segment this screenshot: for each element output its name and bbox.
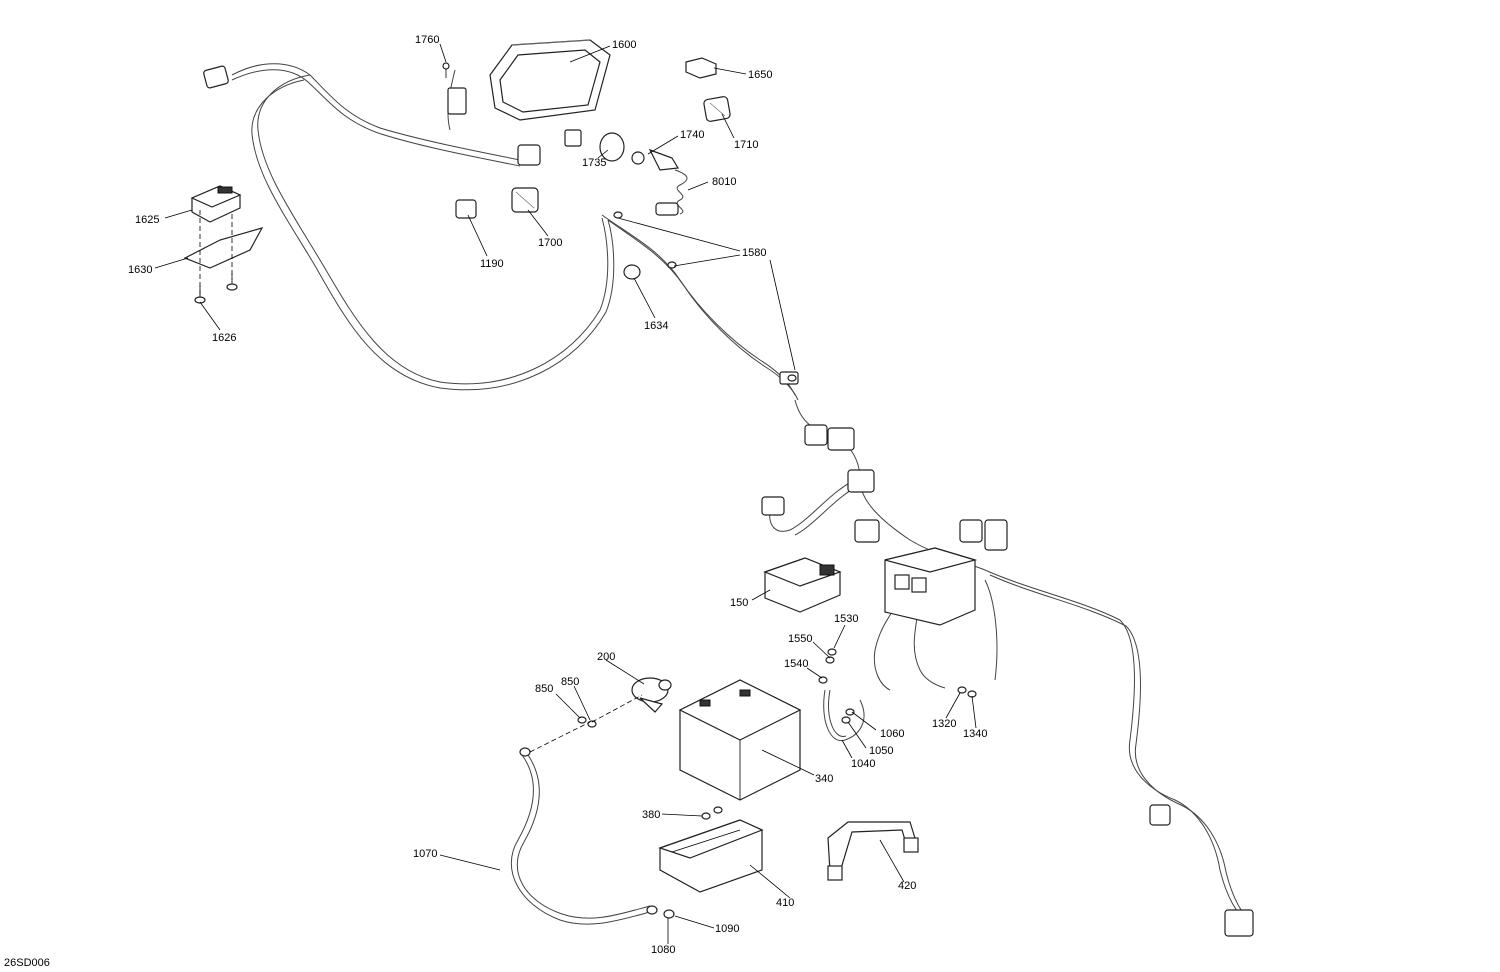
callout-1625: 1625 bbox=[135, 214, 159, 226]
voltage-regulator-150 bbox=[763, 557, 842, 613]
leader-lines bbox=[154, 43, 977, 944]
callout-1050: 1050 bbox=[869, 745, 893, 757]
module-1625 bbox=[190, 185, 242, 223]
switch-1700 bbox=[511, 187, 539, 213]
harness-connectors bbox=[203, 65, 1254, 937]
diagram-code: 26SD006 bbox=[4, 957, 50, 969]
power-socket-1735 bbox=[599, 132, 679, 171]
bracket-1630 bbox=[183, 227, 264, 269]
battery-340 bbox=[678, 679, 802, 801]
callout-850-a: 850 bbox=[535, 683, 553, 695]
callout-1580: 1580 bbox=[742, 247, 766, 259]
callout-1340: 1340 bbox=[963, 728, 987, 740]
connector-1634 bbox=[623, 264, 641, 280]
callout-1600: 1600 bbox=[612, 39, 636, 51]
coiled-cable-8010 bbox=[655, 169, 688, 216]
small-hardware bbox=[577, 211, 977, 919]
callout-1040: 1040 bbox=[851, 758, 875, 770]
callout-1626: 1626 bbox=[212, 332, 236, 344]
fuse-box bbox=[884, 547, 978, 626]
callout-8010: 8010 bbox=[712, 176, 736, 188]
callout-1090: 1090 bbox=[715, 923, 739, 935]
positive-cable-1070 bbox=[510, 747, 658, 925]
callout-380: 380 bbox=[642, 809, 660, 821]
battery-strap-420 bbox=[827, 821, 919, 881]
screw-1626 bbox=[194, 273, 238, 304]
callout-1740: 1740 bbox=[680, 129, 704, 141]
callout-1634: 1634 bbox=[644, 320, 668, 332]
callout-1710: 1710 bbox=[734, 139, 758, 151]
callout-1530: 1530 bbox=[834, 613, 858, 625]
callout-1650: 1650 bbox=[748, 69, 772, 81]
callout-1190: 1190 bbox=[480, 258, 504, 270]
callout-340: 340 bbox=[815, 773, 833, 785]
battery-tray-410 bbox=[658, 819, 764, 893]
callout-1320: 1320 bbox=[932, 718, 956, 730]
callout-1760: 1760 bbox=[415, 34, 439, 46]
callout-410: 410 bbox=[776, 897, 794, 909]
callout-1080: 1080 bbox=[651, 944, 675, 956]
switch-1710 bbox=[703, 96, 731, 122]
connector-1190 bbox=[455, 199, 477, 219]
screw-1760 bbox=[442, 62, 450, 78]
callout-1060: 1060 bbox=[880, 728, 904, 740]
callout-1630: 1630 bbox=[128, 264, 152, 276]
callout-1735: 1735 bbox=[582, 157, 606, 169]
callout-labels: 1760 1600 1650 1740 1710 1735 8010 1625 … bbox=[4, 34, 987, 969]
callout-1700: 1700 bbox=[538, 237, 562, 249]
callout-850-b: 850 bbox=[561, 676, 579, 688]
starter-relay-200 bbox=[631, 677, 672, 713]
ground-cable-1040 bbox=[823, 689, 865, 742]
connector-1650 bbox=[685, 57, 717, 79]
callout-200: 200 bbox=[597, 651, 615, 663]
callout-420: 420 bbox=[898, 880, 916, 892]
callout-1540: 1540 bbox=[784, 658, 808, 670]
instrument-cluster bbox=[489, 39, 611, 121]
callout-1070: 1070 bbox=[413, 848, 437, 860]
callout-150: 150 bbox=[730, 597, 748, 609]
callout-1550: 1550 bbox=[788, 633, 812, 645]
